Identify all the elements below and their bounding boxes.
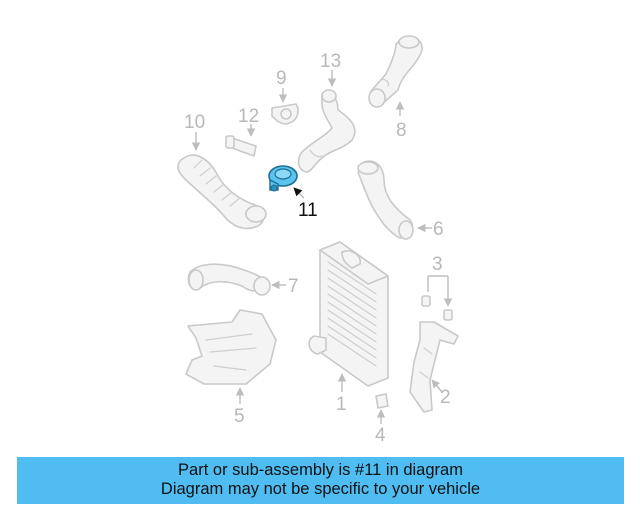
part-11-valve-highlighted <box>268 165 298 192</box>
part-1-intercooler <box>308 241 389 387</box>
part-8-hose <box>368 35 423 108</box>
banner-line-2: Diagram may not be specific to your vehi… <box>160 480 481 498</box>
callout-10: 10 <box>184 112 205 133</box>
leader-3 <box>427 275 448 306</box>
part-7-hose <box>187 263 271 296</box>
part-9-fitting <box>271 103 299 125</box>
parts-diagram: 8 13 9 12 10 11 6 <box>177 35 459 446</box>
part-13-hose <box>297 89 356 173</box>
part-6-hose <box>357 160 414 240</box>
callout-3: 3 <box>432 254 443 275</box>
leader-11 <box>293 187 305 199</box>
callout-2: 2 <box>440 387 451 408</box>
part-12-sensor <box>225 135 257 157</box>
part-2-bracket <box>409 321 459 413</box>
callout-6: 6 <box>433 219 444 240</box>
callout-12: 12 <box>238 106 259 127</box>
part-10-intake-hose <box>177 154 267 230</box>
callout-1: 1 <box>336 394 347 415</box>
banner-line-1: Part or sub-assembly is #11 in diagram <box>178 461 463 479</box>
part-5-air-duct <box>185 309 277 385</box>
callout-7: 7 <box>288 276 299 297</box>
callout-11: 11 <box>298 200 318 221</box>
part-4-bushing <box>375 393 389 409</box>
leader-2 <box>431 379 443 393</box>
callout-8: 8 <box>396 120 407 141</box>
callout-9: 9 <box>276 68 287 89</box>
info-banner: Part or sub-assembly is #11 in diagram D… <box>17 457 624 504</box>
callout-13: 13 <box>320 51 341 72</box>
callout-4: 4 <box>375 425 386 446</box>
callout-5: 5 <box>234 406 245 427</box>
